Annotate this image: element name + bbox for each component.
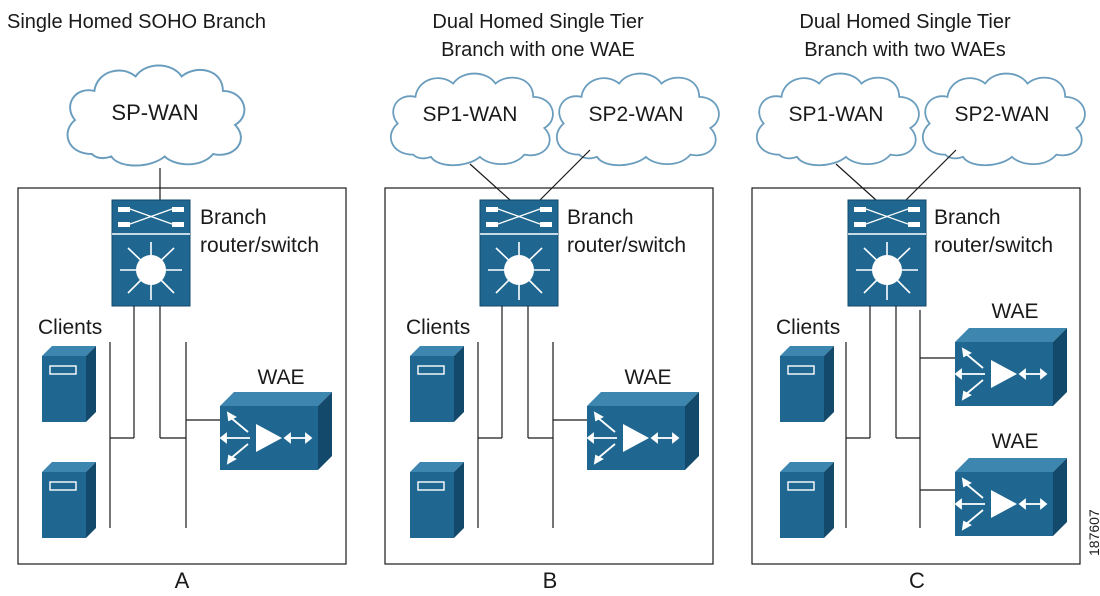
panel-title-line1: Dual Homed Single Tier bbox=[432, 11, 644, 33]
lan-cabling bbox=[477, 306, 587, 528]
wae-appliance-icon bbox=[586, 392, 699, 470]
router-label-line1: Branch bbox=[567, 206, 634, 229]
router-label-line1: Branch bbox=[200, 206, 267, 229]
wae-label: WAE bbox=[991, 300, 1038, 323]
router-label-line2: router/switch bbox=[567, 234, 686, 257]
cloud-label: SP2-WAN bbox=[955, 103, 1050, 126]
client-pc-icon bbox=[42, 346, 96, 422]
wae-label: WAE bbox=[991, 430, 1038, 453]
cloud-sp1-wan: SP1-WAN bbox=[389, 72, 554, 167]
wae-appliance-icon bbox=[219, 392, 332, 470]
cloud-sp1-wan: SP1-WAN bbox=[755, 72, 920, 167]
panel-title-line1: Dual Homed Single Tier bbox=[799, 11, 1011, 33]
branch-boundary bbox=[17, 187, 347, 565]
client-pc-icon bbox=[410, 462, 464, 538]
wan-link bbox=[469, 163, 511, 201]
cloud-sp-wan: SP-WAN bbox=[66, 64, 246, 167]
panel-title-line2: Branch with one WAE bbox=[441, 39, 635, 61]
router-label-line2: router/switch bbox=[934, 234, 1053, 257]
client-pc-icon bbox=[42, 462, 96, 538]
cloud-label: SP1-WAN bbox=[423, 103, 518, 126]
cloud-label: SP2-WAN bbox=[589, 103, 684, 126]
wan-link bbox=[835, 163, 877, 201]
branch-boundary bbox=[384, 187, 714, 565]
panel-title: Single Homed SOHO Branch bbox=[7, 11, 266, 33]
wan-link bbox=[539, 149, 591, 201]
panel-letter: A bbox=[175, 568, 190, 593]
router-switch-icon bbox=[479, 199, 559, 307]
cloud-sp2-wan: SP2-WAN bbox=[555, 72, 720, 167]
panel-b: Dual Homed Single Tier Branch with one W… bbox=[384, 11, 720, 593]
wae-label: WAE bbox=[624, 366, 671, 389]
branch-boundary bbox=[751, 187, 1081, 565]
wae-label: WAE bbox=[257, 366, 304, 389]
clients-label: Clients bbox=[406, 316, 470, 339]
panel-letter: C bbox=[909, 568, 925, 593]
wae-appliance-icon bbox=[954, 328, 1067, 406]
lan-cabling bbox=[845, 306, 955, 528]
panel-title-line2: Branch with two WAEs bbox=[804, 39, 1006, 61]
cloud-label: SP1-WAN bbox=[789, 103, 884, 126]
figure-id: 187607 bbox=[1086, 509, 1100, 556]
client-pc-icon bbox=[780, 346, 834, 422]
router-switch-icon bbox=[111, 199, 191, 307]
panel-letter: B bbox=[543, 568, 558, 593]
router-label-line1: Branch bbox=[934, 206, 1001, 229]
client-pc-icon bbox=[410, 346, 464, 422]
clients-label: Clients bbox=[776, 316, 840, 339]
router-label-line2: router/switch bbox=[200, 234, 319, 257]
wan-link bbox=[905, 149, 957, 201]
lan-cabling bbox=[109, 306, 220, 528]
clients-label: Clients bbox=[38, 316, 102, 339]
wae-appliance-icon bbox=[954, 458, 1067, 536]
router-switch-icon bbox=[847, 199, 927, 307]
cloud-sp2-wan: SP2-WAN bbox=[921, 72, 1086, 167]
cloud-label: SP-WAN bbox=[111, 100, 198, 125]
panel-a: Single Homed SOHO Branch SP-WAN bbox=[7, 11, 347, 593]
client-pc-icon bbox=[780, 462, 834, 538]
panel-c: Dual Homed Single Tier Branch with two W… bbox=[751, 11, 1086, 593]
